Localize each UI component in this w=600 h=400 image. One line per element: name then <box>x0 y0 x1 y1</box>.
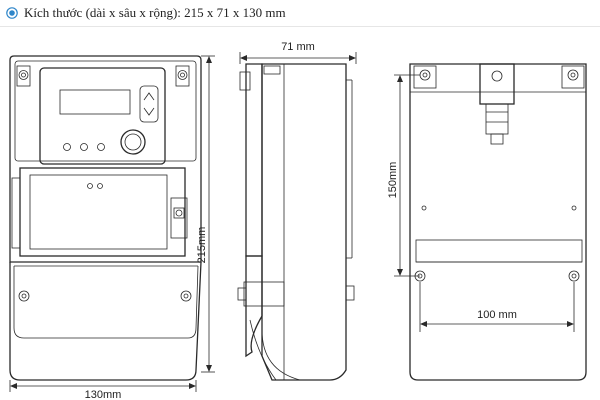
front-view <box>9 55 202 381</box>
back-height-dimension: 150mm <box>387 74 420 277</box>
dimension-header: Kích thước (dài x sâu x rộng): 215 x 71 … <box>6 4 286 22</box>
back-width-label: 100 mm <box>477 309 517 321</box>
front-height-label: 215mm <box>196 227 208 264</box>
front-width-label: 130mm <box>85 389 122 400</box>
header-divider <box>0 26 600 27</box>
front-width-dimension: 130mm <box>9 380 197 400</box>
side-depth-dimension: 71 mm <box>239 41 357 64</box>
back-view <box>409 63 587 381</box>
side-depth-label: 71 mm <box>281 41 315 53</box>
side-view: 71 mm <box>237 41 357 381</box>
dimension-caption: Kích thước (dài x sâu x rộng): 215 x 71 … <box>24 5 286 20</box>
technical-drawing: 215mm 130mm 71 mm <box>9 41 587 400</box>
front-height-dimension: 215mm <box>196 55 215 373</box>
back-width-dimension: 100 mm <box>419 282 575 332</box>
radio-bullet-icon <box>6 7 18 19</box>
back-height-label: 150mm <box>387 162 399 199</box>
